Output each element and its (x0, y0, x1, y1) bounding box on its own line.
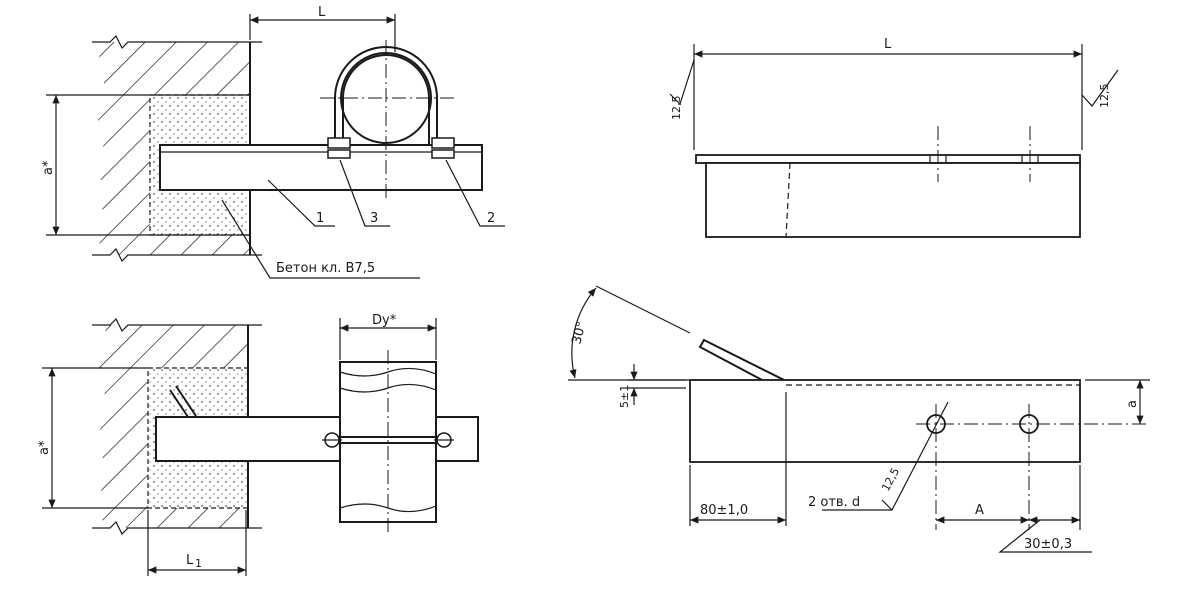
leader-1: 1 (316, 211, 324, 226)
dim-Dy: Dy* (372, 313, 397, 328)
dim-80: 80±1,0 (700, 503, 748, 518)
view-top-right: L 12,5 12,5 (669, 37, 1119, 238)
nut-right (431, 137, 455, 149)
rough-holes: 12,5 (879, 466, 902, 494)
beam-body-top-right (705, 162, 1081, 238)
view-top-left: L a* 1 3 2 Бетон кл. B7,5 (41, 5, 505, 279)
dim-a-right: a (1125, 400, 1140, 408)
offset-5: 5±1 (618, 385, 631, 408)
beam-body-bottom-right (689, 379, 1081, 463)
rough-left: 12,5 (670, 96, 683, 121)
angle-30: 30° (569, 320, 589, 346)
leader-3: 3 (370, 211, 378, 226)
view-bottom-right: 30° 5±1 a 80±1,0 2 отв. d 12,5 A (568, 285, 1150, 553)
holes-label: 2 отв. d (808, 495, 860, 510)
dim-L1: L (186, 553, 194, 568)
dim-L-right: L (884, 37, 892, 52)
rough-right: 12,5 (1098, 84, 1111, 109)
dim-A: A (975, 503, 984, 518)
dim-a-star-top: a* (41, 160, 56, 175)
leader-2: 2 (487, 211, 495, 226)
dim-L-top: L (318, 5, 326, 20)
view-bottom-left: Dy* a* L 1 (37, 313, 479, 576)
dim-30: 30±0,3 (1024, 537, 1072, 552)
nut-left (327, 137, 351, 149)
dim-a-star-bottom: a* (37, 440, 52, 455)
dim-L1-sub: 1 (195, 557, 202, 570)
concrete-label: Бетон кл. B7,5 (276, 261, 375, 276)
